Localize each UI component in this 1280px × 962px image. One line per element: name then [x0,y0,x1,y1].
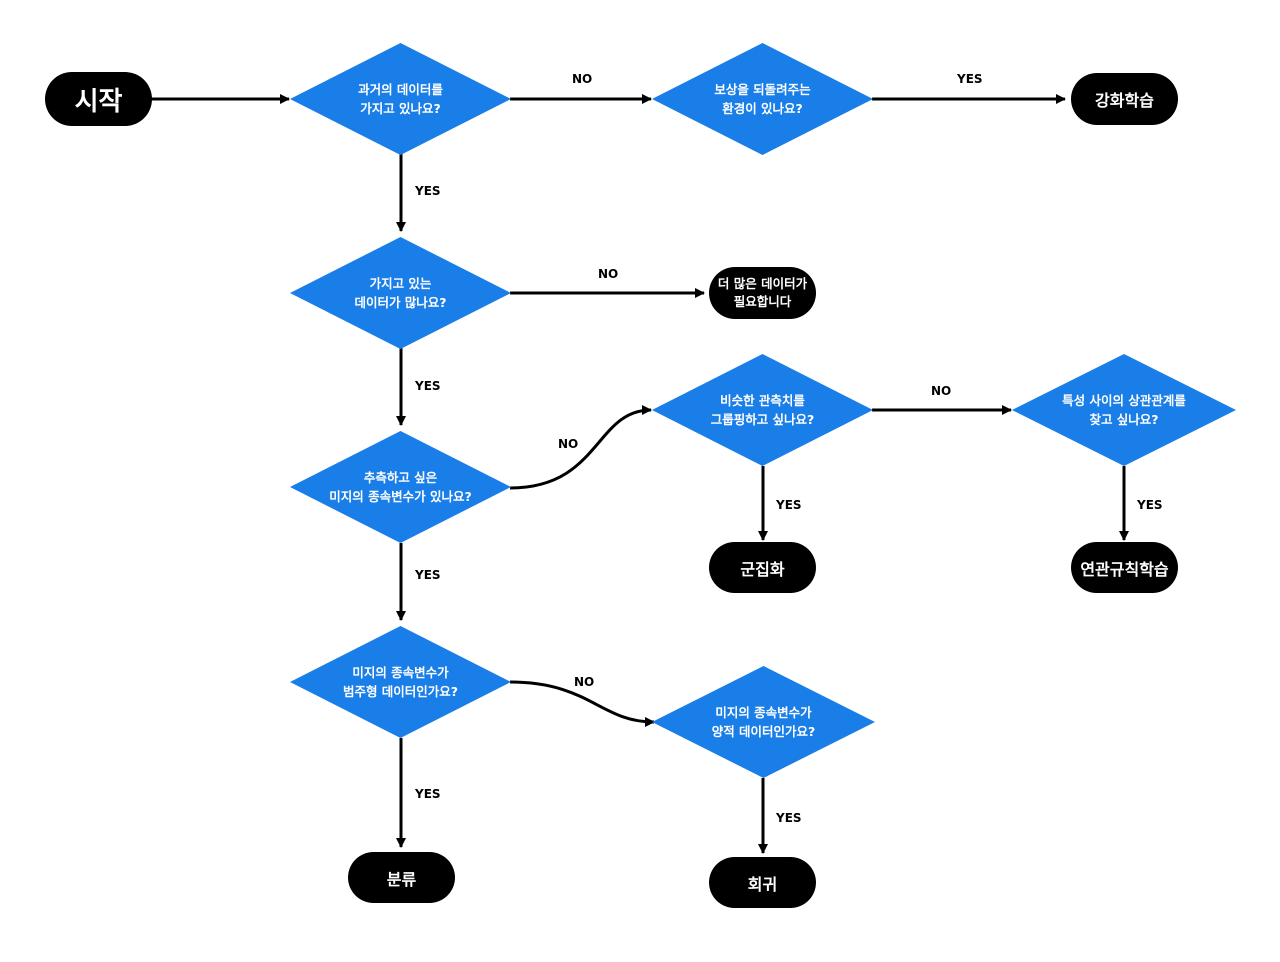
start-terminal: 시작 [45,72,152,126]
decision-past-data: 과거의 데이터를 가지고 있나요? [290,43,511,155]
edge-categorical-no [509,680,655,727]
decision-dependent-var-text: 추측하고 싶은 미지의 종속변수가 있나요? [329,470,472,504]
classification-terminal: 분류 [348,852,455,903]
decision-reward-env: 보상을 되돌려주는 환경이 있나요? [652,43,873,155]
edge-label-past-no: NO [572,72,593,86]
edge-label-dep-no: NO [558,437,579,451]
association-rule-terminal: 연관규칙학습 [1071,542,1178,593]
decision-quantitative-text: 미지의 종속변수가 양적 데이터인가요? [711,705,816,739]
edge-label-lots-yes: YES [415,379,441,393]
edge-label-reward-yes: YES [957,72,983,86]
edge-label-cat-no: NO [574,675,595,689]
decision-categorical: 미지의 종속변수가 범주형 데이터인가요? [290,626,511,738]
edge-label-lots-no: NO [598,267,619,281]
decision-reward-env-text: 보상을 되돌려주는 환경이 있나요? [714,82,811,116]
edge-label-dep-yes: YES [415,568,441,582]
edge-label-quant-yes: YES [776,811,802,825]
decision-lots-of-data-text: 가지고 있는 데이터가 많나요? [354,276,447,310]
edge-label-group-yes: YES [776,498,802,512]
decision-lots-of-data: 가지고 있는 데이터가 많나요? [290,237,511,349]
edge-label-group-no: NO [931,384,952,398]
decision-dependent-var: 추측하고 싶은 미지의 종속변수가 있나요? [290,431,511,543]
decision-quantitative: 미지의 종속변수가 양적 데이터인가요? [652,666,875,778]
edge-dependent-no [509,405,652,490]
edge-label-corr-yes: YES [1137,498,1163,512]
decision-past-data-text: 과거의 데이터를 가지고 있나요? [358,82,443,116]
decision-grouping-text: 비슷한 관측치를 그룹핑하고 싶나요? [710,393,815,427]
decision-correlation: 특성 사이의 상관관계를 찾고 싶나요? [1012,354,1236,466]
edge-label-past-yes: YES [415,184,441,198]
decision-grouping: 비슷한 관측치를 그룹핑하고 싶나요? [652,354,873,466]
decision-correlation-text: 특성 사이의 상관관계를 찾고 싶나요? [1062,393,1186,427]
decision-categorical-text: 미지의 종속변수가 범주형 데이터인가요? [342,665,459,699]
need-more-data-terminal: 더 많은 데이터가 필요합니다 [709,267,816,319]
clustering-terminal: 군집화 [709,542,816,593]
edge-label-cat-yes: YES [415,787,441,801]
reinforcement-learning-terminal: 강화학습 [1071,73,1178,125]
regression-terminal: 회귀 [709,857,816,908]
